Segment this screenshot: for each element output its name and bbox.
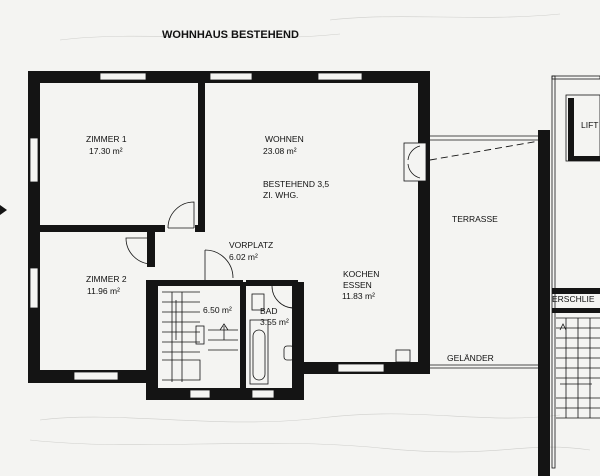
terrace <box>429 135 546 369</box>
room-bad-area: 3.55 m² <box>260 317 289 327</box>
windows <box>29 72 385 399</box>
room-wohnen-area: 23.08 m² <box>263 146 297 156</box>
room-lift-name: LIFT <box>581 120 598 130</box>
background-sketch <box>29 13 591 453</box>
apartment-label-line2: ZI. WHG. <box>263 190 298 200</box>
room-zimmer1-area: 17.30 m² <box>89 146 123 156</box>
room-bad-name: BAD <box>260 306 277 316</box>
room-terrasse-name: TERRASSE <box>452 214 498 224</box>
apartment-label-line1: BESTEHEND 3,5 <box>263 179 329 189</box>
room-vorplatz-name: VORPLATZ <box>229 240 273 250</box>
bathroom-fixtures <box>249 293 295 385</box>
room-erschliessung-name: ERSCHLIE <box>552 294 595 304</box>
room-zimmer2-name: ZIMMER 2 <box>86 274 127 284</box>
railing-label: GELÄNDER <box>447 353 494 363</box>
outer-walls <box>28 71 430 400</box>
arrow-marker-icon <box>0 205 7 215</box>
room-wohnen-name: WOHNEN <box>265 134 304 144</box>
room-kochen-name: KOCHEN <box>343 269 379 279</box>
room-treppe-area: 6.50 m² <box>203 305 232 315</box>
room-zimmer2-area: 11.96 m² <box>87 286 120 296</box>
room-zimmer1-name: ZIMMER 1 <box>86 134 127 144</box>
interior-walls <box>40 83 298 388</box>
room-essen-name: ESSEN <box>343 280 372 290</box>
plan-title: WOHNHAUS BESTEHEND <box>162 29 299 41</box>
annex-building <box>538 75 600 476</box>
kitchen-fixture <box>395 349 411 363</box>
room-kochen-area: 11.83 m² <box>342 291 375 301</box>
room-vorplatz-area: 6.02 m² <box>229 252 258 262</box>
stair <box>162 291 238 382</box>
doors <box>125 142 427 309</box>
